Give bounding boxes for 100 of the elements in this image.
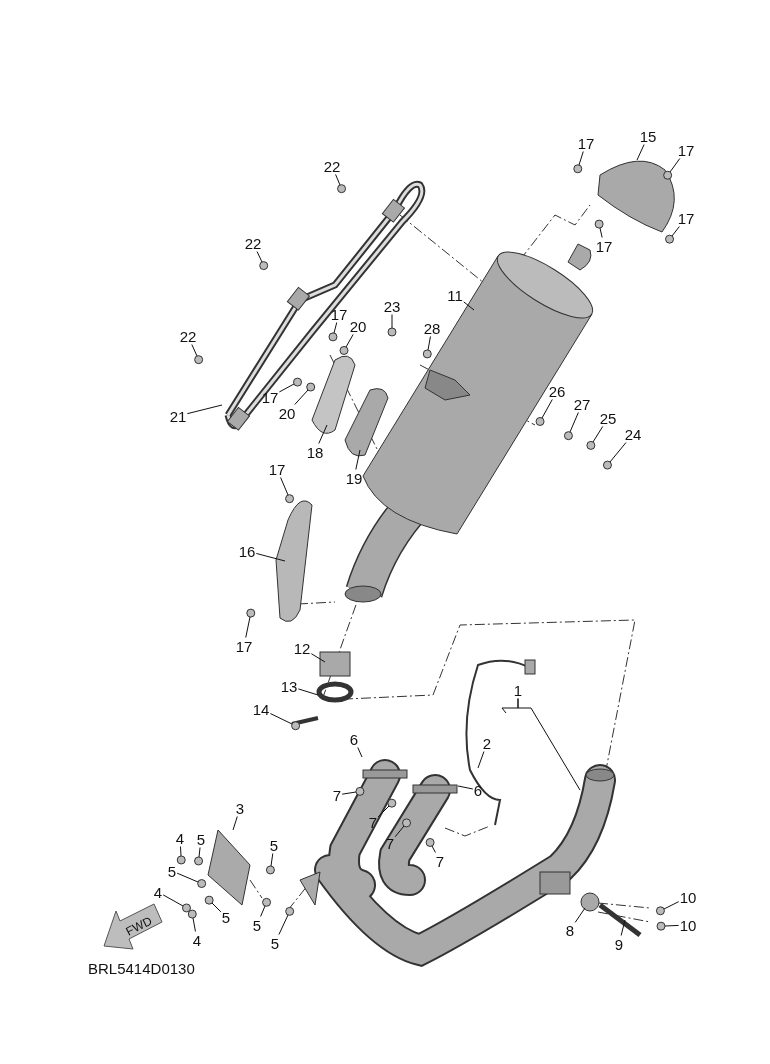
leader-line	[517, 698, 581, 791]
leader-line	[463, 301, 475, 311]
leader-line	[335, 174, 341, 186]
callout-number: 2	[482, 735, 492, 751]
leader-line	[357, 747, 363, 758]
leader-line	[592, 426, 604, 443]
leader-line	[669, 158, 681, 173]
callout-number: 1	[513, 682, 523, 698]
callout-number: 3	[235, 800, 245, 816]
callout-number: 26	[548, 383, 566, 399]
callout-number: 22	[244, 235, 262, 251]
callout-number: 25	[599, 410, 617, 426]
callout-number: 20	[349, 318, 367, 334]
callout-number: 23	[383, 298, 401, 314]
callout-number: 7	[368, 814, 378, 830]
leader-line	[427, 336, 431, 351]
callout-number: 19	[345, 470, 363, 486]
leader-line	[609, 442, 627, 463]
callout-number: 17	[577, 135, 595, 151]
callout-number: 6	[349, 731, 359, 747]
leader-line	[345, 334, 354, 348]
callout-number: 7	[332, 787, 342, 803]
leader-line	[664, 924, 680, 927]
callout-number: 4	[175, 830, 185, 846]
callout-number: 5	[221, 909, 231, 925]
leader-line	[255, 552, 286, 562]
direction-label: FWD	[124, 914, 154, 938]
leader-line	[192, 917, 196, 932]
callout-number: 28	[423, 320, 441, 336]
drawing-code: BRL5414D0130	[88, 961, 195, 976]
leader-line	[256, 251, 263, 263]
callout-number: 17	[595, 238, 613, 254]
leader-line	[457, 785, 474, 790]
leader-line	[394, 825, 405, 838]
leader-line	[297, 688, 319, 696]
callout-number: 27	[573, 396, 591, 412]
callout-number: 5	[270, 935, 280, 951]
leader-line	[431, 845, 436, 853]
callout-number: 10	[679, 917, 697, 933]
callout-number: 12	[293, 640, 311, 656]
callout-number: 14	[252, 701, 270, 717]
callout-number: 24	[624, 426, 642, 442]
leader-line	[578, 151, 584, 166]
callout-number: 9	[614, 936, 624, 952]
callout-number: 5	[167, 863, 177, 879]
leader-line	[269, 713, 293, 725]
leader-line	[186, 404, 223, 415]
leader-line	[574, 907, 586, 923]
leader-line	[671, 226, 680, 237]
leader-line	[191, 344, 198, 357]
callout-number: 4	[153, 884, 163, 900]
callout-number: 7	[385, 835, 395, 851]
callout-number: 7	[435, 853, 445, 869]
leader-line	[355, 449, 361, 470]
leader-line	[280, 477, 289, 496]
callout-number: 17	[261, 389, 279, 405]
leader-line	[318, 424, 328, 444]
leader-line	[232, 816, 238, 831]
leader-line	[176, 872, 199, 883]
leader-line	[341, 791, 357, 795]
callout-number: 10	[679, 889, 697, 905]
callout-number: 17	[330, 306, 348, 322]
leader-line	[270, 853, 274, 867]
leader-line	[198, 847, 201, 858]
leader-line	[278, 383, 295, 393]
callout-number: 20	[278, 405, 296, 421]
callout-number: 5	[196, 831, 206, 847]
leader-line	[278, 914, 289, 935]
leader-line	[162, 894, 184, 907]
leader-line	[391, 314, 393, 329]
leader-line	[294, 389, 309, 405]
callout-number: 21	[169, 408, 187, 424]
leader-line	[541, 399, 553, 419]
leader-line	[310, 653, 326, 663]
callout-number: 17	[677, 210, 695, 226]
callout-number: 5	[252, 917, 262, 933]
callout-number: 17	[677, 142, 695, 158]
leader-line	[663, 901, 680, 910]
callout-number: 17	[268, 461, 286, 477]
leader-line	[260, 905, 266, 917]
callout-number: 17	[235, 638, 253, 654]
leader-line	[636, 144, 645, 161]
leader-line	[211, 902, 222, 913]
callout-number: 18	[306, 444, 324, 460]
callout-number: 4	[192, 932, 202, 948]
callout-number: 6	[473, 782, 483, 798]
callout-number: 8	[565, 922, 575, 938]
leader-line	[477, 751, 485, 769]
callout-number: 22	[323, 158, 341, 174]
leader-line	[245, 616, 251, 638]
callout-number: 22	[179, 328, 197, 344]
leader-line	[179, 846, 182, 857]
callout-number: 11	[447, 287, 463, 303]
callout-number: 13	[280, 678, 298, 694]
leader-line	[333, 322, 338, 334]
leader-line	[620, 919, 626, 936]
callout-number: 5	[269, 837, 279, 853]
leader-line	[377, 805, 390, 818]
leader-line	[599, 227, 603, 238]
callout-number: 15	[639, 128, 657, 144]
